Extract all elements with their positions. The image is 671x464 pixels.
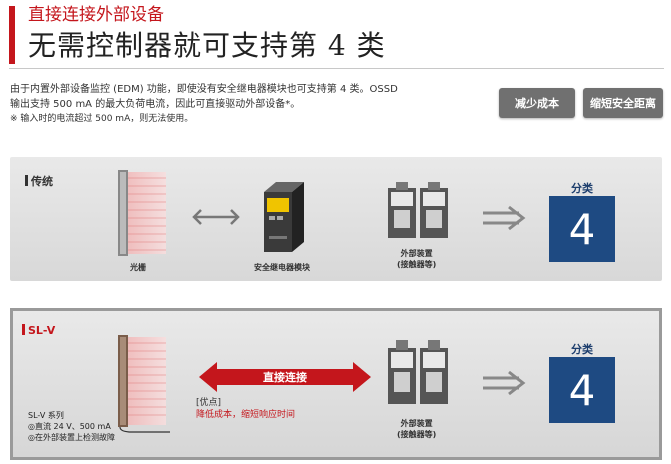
light-curtain-caption: 光栅 — [130, 263, 146, 272]
external-device-caption-line: (接触器等) — [397, 260, 437, 269]
description-line: 由于内置外部设备监控 (EDM) 功能，即使没有安全继电器模块也可支持第 4 类… — [10, 84, 398, 95]
advantage-text: 降低成本，缩短响应时间 — [196, 410, 296, 420]
contactor-icon — [388, 182, 448, 238]
slv-category-label: 分类 — [571, 343, 593, 356]
description-note: ※ 输入时的电流超过 500 mA，则无法使用。 — [10, 114, 194, 124]
page-subtitle: 直接连接外部设备 — [28, 5, 164, 25]
reduce-cost-button[interactable]: 减少成本 — [499, 88, 575, 118]
slv-spec-fault: ◎在外部装置上检测故障 — [28, 433, 115, 442]
relay-module-caption: 安全继电器模块 — [254, 263, 310, 272]
category-value: 4 — [549, 196, 615, 262]
bidirectional-arrow-icon — [192, 209, 240, 225]
description-line: 输出支持 500 mA 的最大负荷电流，因此可直接驱动外部设备*。 — [10, 99, 301, 110]
external-device-caption-line: 外部装置 — [400, 249, 433, 258]
slv-series-text: SL-V 系列 — [28, 411, 64, 420]
slv-spec-current: ◎直流 24 V、500 mA — [28, 422, 111, 431]
direct-connection-arrow-icon — [199, 362, 371, 392]
slv-light-curtain-icon — [118, 335, 170, 433]
shorten-distance-button[interactable]: 缩短安全距离 — [583, 88, 663, 118]
direct-connection-label: 直接连接 — [263, 371, 307, 384]
title-accent-bar — [9, 6, 15, 64]
external-device-caption-line: (接触器等) — [397, 430, 437, 439]
category-label: 分类 — [571, 182, 593, 195]
external-device-caption: 外部装置 (接触器等) — [397, 248, 436, 270]
description: 由于内置外部设备监控 (EDM) 功能，即使没有安全继电器模块也可支持第 4 类… — [10, 82, 500, 127]
light-curtain-icon — [118, 170, 166, 256]
page-title: 无需控制器就可支持第 4 类 — [28, 29, 386, 62]
external-device-caption-line: 外部装置 — [400, 419, 433, 428]
slv-contactor-icon — [388, 340, 448, 404]
advantage-title: [优点] — [196, 398, 222, 408]
header-divider — [9, 68, 664, 69]
slv-label: SL-V — [22, 324, 55, 337]
slv-external-device-caption: 外部装置 (接触器等) — [397, 418, 436, 440]
advantage-block: [优点] 降低成本，缩短响应时间 — [196, 397, 295, 421]
slv-right-arrow-icon — [483, 370, 526, 396]
relay-module-icon — [264, 182, 304, 252]
slv-category-value: 4 — [549, 357, 615, 423]
right-arrow-icon — [483, 205, 526, 231]
conventional-label: 传统 — [25, 173, 53, 189]
